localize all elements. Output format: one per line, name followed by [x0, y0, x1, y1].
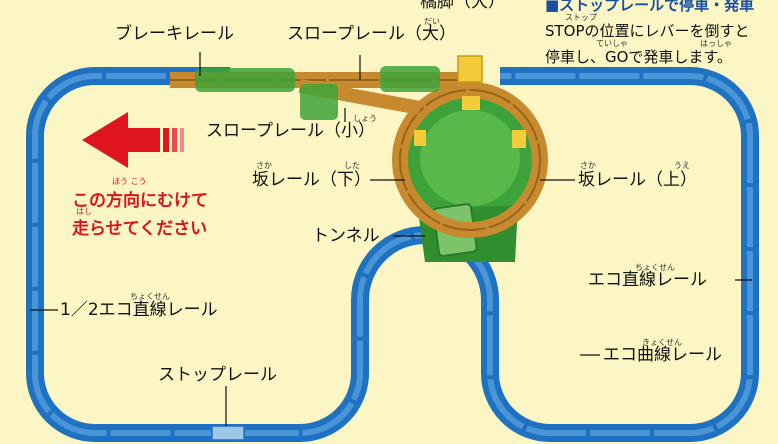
- ruby-shita: した: [344, 161, 360, 170]
- yellow-pier-4: [414, 130, 426, 146]
- stop-rail-marker: [211, 425, 245, 441]
- ruby-chokusen-2: ちょくせん: [130, 292, 170, 301]
- green-support-1: [195, 68, 295, 92]
- direction-note-line2: 走らせてください: [72, 219, 208, 239]
- brown-spiral-ring-edge: [399, 89, 541, 231]
- instruction-line-1: STOPの位置にレバーを倒すと: [545, 22, 750, 40]
- green-support-3: [300, 84, 338, 120]
- label-half-eco-straight: 1／2エコ直線レール: [60, 300, 218, 320]
- label-brake-rail: ブレーキレール: [115, 24, 234, 44]
- ruby-teisha-1: ストップ: [565, 13, 597, 22]
- ruby-kyokusen: きょくせん: [642, 338, 682, 347]
- direction-note-line1: この方向にむけて: [72, 191, 208, 211]
- ruby-shou: しょう: [353, 114, 377, 123]
- label-slope-down: 坂レール（下）: [252, 170, 371, 190]
- label-slope-small: スロープレール（小）: [206, 121, 375, 141]
- ruby-ue: うえ: [674, 161, 690, 170]
- arrow-stripe-3: [180, 128, 184, 152]
- instruction-line-2: 停車し、GOで発車します。: [545, 48, 732, 66]
- arrow-stripe-1: [163, 128, 169, 152]
- label-slope-up: 坂レール（上）: [578, 170, 697, 190]
- direction-arrow: [82, 112, 160, 168]
- label-eco-straight: エコ直線レール: [588, 270, 707, 290]
- label-pier-large: 橋脚（大）: [420, 0, 505, 12]
- leader-lines: [30, 52, 752, 426]
- yellow-pier-3: [512, 130, 526, 148]
- ruby-hassha: はっしゃ: [700, 39, 732, 48]
- yellow-pier-2: [462, 96, 480, 110]
- label-slope-large: スロープレール（大）: [287, 24, 456, 44]
- ruby-chokusen-1: ちょくせん: [635, 263, 675, 272]
- green-hill-top: [420, 110, 520, 206]
- header-title: ■ストップレールで停車・発車: [545, 0, 755, 14]
- label-eco-curve: エコ曲線レール: [603, 345, 722, 365]
- green-support-2: [380, 66, 440, 92]
- arrow-stripe-2: [172, 128, 177, 152]
- ruby-saka-2: さか: [580, 161, 596, 170]
- ruby-dai: だい: [424, 17, 440, 26]
- label-stop-rail: ストップレール: [158, 365, 277, 385]
- ruby-teisha: ていしゃ: [596, 39, 628, 48]
- label-tunnel: トンネル: [312, 226, 380, 246]
- ruby-hashi: はし: [76, 207, 92, 216]
- ruby-saka-1: さか: [256, 161, 272, 170]
- ruby-houkou: ほう こう: [112, 177, 147, 186]
- yellow-pier-top: [457, 55, 483, 83]
